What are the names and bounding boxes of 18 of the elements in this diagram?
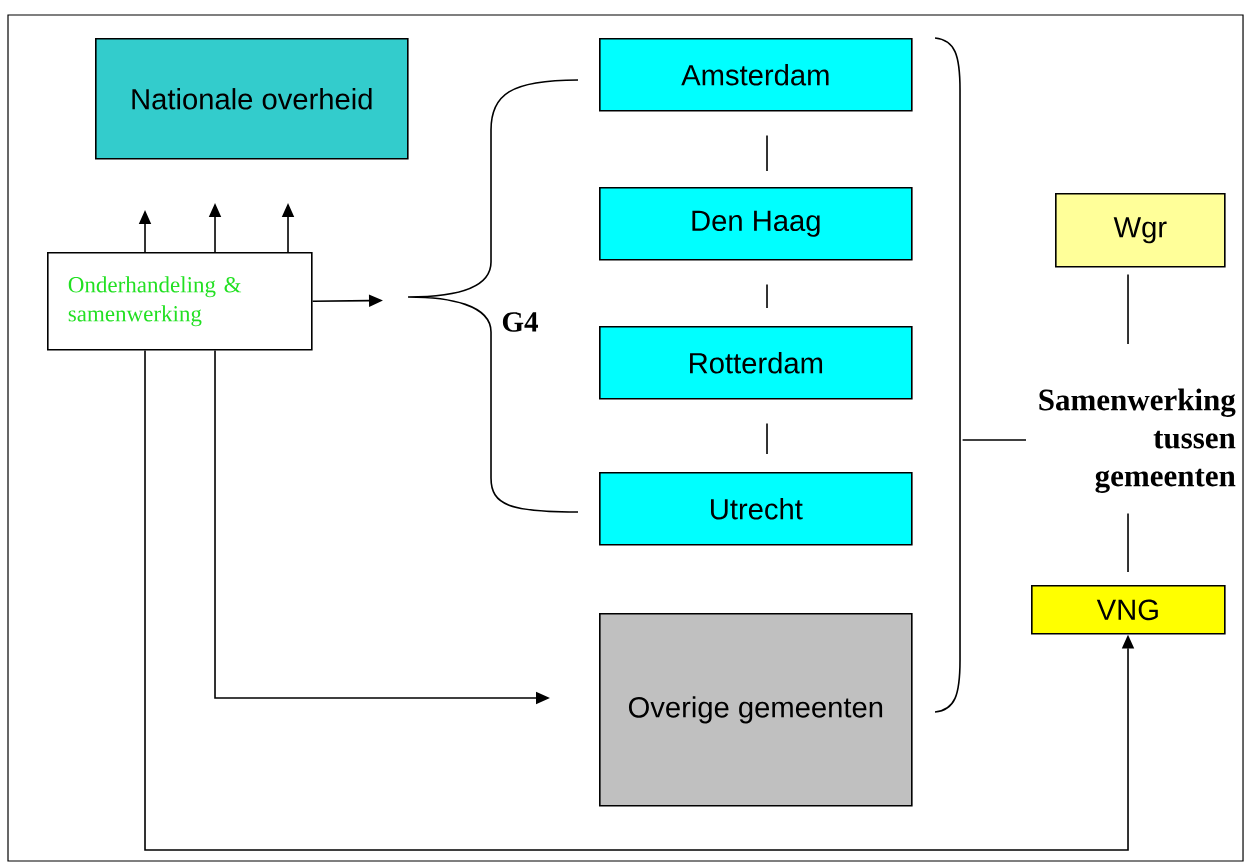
connector-line	[766, 283, 768, 309]
connector-line	[766, 134, 768, 172]
cooperation-label: Samenwerking tussen gemeenten	[1039, 388, 1236, 493]
city-box: Den Haag	[599, 187, 913, 261]
government-box: Nationale overheid	[95, 38, 409, 160]
connector-line	[766, 422, 768, 455]
municipalities-box: Overige gemeenten	[599, 613, 913, 807]
city-box: Rotterdam	[599, 326, 913, 400]
group-label: G4	[502, 312, 538, 332]
brace	[934, 37, 961, 713]
connector-line	[1127, 512, 1129, 573]
negotiation-box: Onderhandeling & samenwerking	[47, 252, 313, 351]
connector-line	[961, 439, 1027, 441]
cooperation-box: Wgr	[1055, 193, 1226, 268]
association-box: VNG	[1031, 585, 1226, 635]
city-box: Utrecht	[599, 472, 913, 546]
connector-line	[1127, 273, 1129, 345]
city-box: Amsterdam	[599, 38, 913, 112]
